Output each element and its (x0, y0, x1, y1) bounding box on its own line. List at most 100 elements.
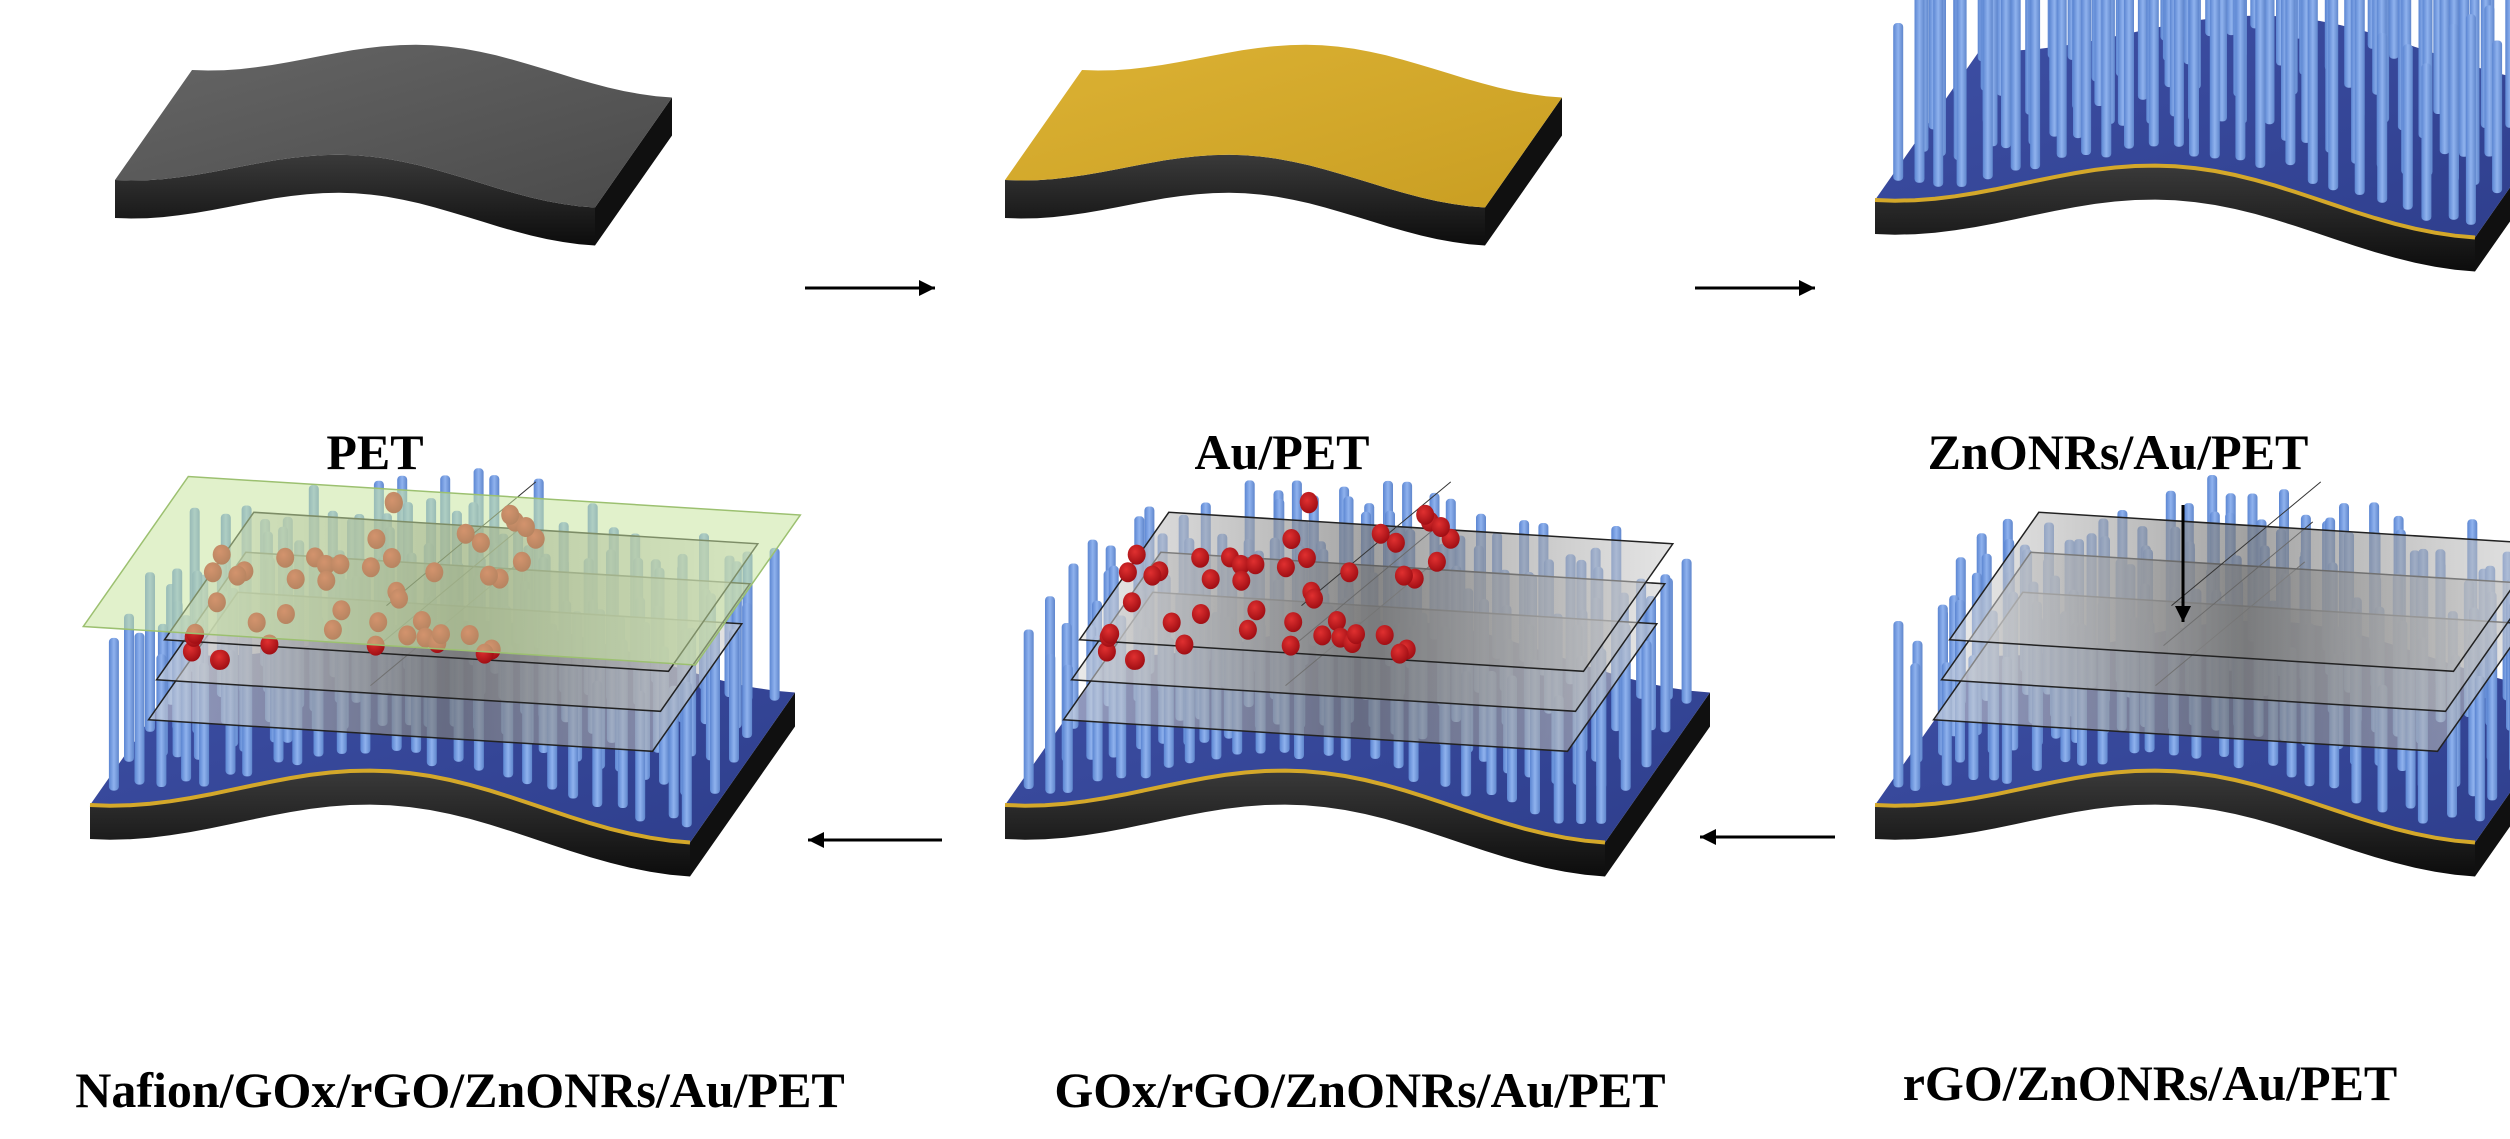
arrow-head (808, 832, 824, 848)
label-gox-rgo-znonrs-au-pet: GOx/rGO/ZnONRs/Au/PET (1054, 1062, 1666, 1118)
gox-particle (1191, 547, 1210, 568)
slab-side-face (115, 154, 595, 246)
nanorod (742, 603, 753, 738)
gox-particle (1297, 548, 1316, 568)
arrow-head (1799, 280, 1815, 296)
nanorod (2137, 0, 2148, 100)
gox-particle (1305, 588, 1323, 609)
nanorod (2328, 0, 2339, 191)
arrow-head (919, 280, 935, 296)
gox-particle (260, 634, 279, 655)
nanorod (769, 547, 780, 701)
stage-s1 (115, 44, 672, 246)
gox-particle (1118, 562, 1137, 583)
nanorod (1641, 640, 1652, 768)
label-pet: PET (326, 424, 424, 480)
nanorod (681, 681, 692, 828)
arrow-right (1695, 280, 1815, 296)
nanorod (2189, 0, 2199, 157)
nanorod (2124, 0, 2134, 149)
nanorod (2492, 40, 2503, 194)
nanorod (1023, 629, 1034, 789)
label-rgo-znonrs-au-pet: rGO/ZnONRs/Au/PET (1902, 1055, 2398, 1111)
nanorod (2448, 24, 2459, 220)
slab-end-face (2475, 792, 2510, 877)
gox-particle (1282, 529, 1301, 549)
nanorod (2073, 0, 2083, 139)
stage-s2 (1005, 44, 1562, 246)
nanorod (2307, 0, 2318, 184)
nanorod (1062, 664, 1073, 793)
gox-particle (1276, 557, 1295, 578)
slab-end-face (595, 97, 672, 246)
nanorod (710, 629, 720, 794)
nanorod (1596, 678, 1607, 824)
slab-top-surface (1005, 44, 1562, 208)
gox-particle (1097, 641, 1116, 662)
nanorod (1982, 0, 1993, 180)
nanorod (2439, 0, 2450, 155)
nanorod (2484, 5, 2495, 157)
nanorod (2377, 33, 2388, 203)
nanorod (2056, 0, 2067, 158)
gox-particle (1122, 592, 1141, 613)
gox-particle (182, 641, 201, 662)
rgo-seam (1301, 481, 1452, 607)
gox-particle (1347, 624, 1365, 645)
gox-particle (1416, 504, 1435, 525)
nanorod (2010, 0, 2021, 171)
gox-particle (1127, 544, 1146, 565)
nanorod (2474, 676, 2485, 822)
gold-layer-line (1874, 163, 2476, 240)
label-znonrs-au-pet: ZnONRs/Au/PET (1927, 424, 2309, 480)
nanorod (2101, 0, 2112, 158)
gox-particle (1247, 600, 1266, 621)
nanorod (2389, 0, 2399, 59)
slab-end-face (690, 692, 795, 877)
slab-side-face (1005, 770, 1605, 877)
gox-particle (1340, 562, 1359, 583)
nafion-film (81, 475, 802, 666)
nanorod (1045, 653, 1056, 794)
arrow-left (1700, 829, 1835, 845)
nanorod (1956, 0, 1967, 187)
gox-particle (211, 649, 230, 670)
gox-particle (1162, 612, 1181, 633)
slab-side-face (90, 770, 690, 877)
rgo-seam (2171, 481, 2322, 607)
gox-particle (1431, 517, 1450, 537)
gox-particle (1327, 611, 1346, 631)
slab-end-face (1605, 692, 1710, 877)
stage-s3 (1874, 0, 2510, 272)
gox-particle (1390, 643, 1409, 664)
nanorod (2402, 44, 2413, 210)
slab-top-surface (115, 44, 672, 208)
nanorod (1941, 662, 1952, 786)
gox-particle (1191, 604, 1210, 624)
nanorod (2148, 0, 2159, 147)
nanorod (1910, 663, 1921, 791)
gold-layer-line (1004, 768, 1606, 845)
nanorod (729, 629, 739, 763)
nanorod (2030, 0, 2041, 170)
stage-s4 (1874, 475, 2510, 877)
gox-particle (1246, 554, 1265, 575)
rgo-sheet (1948, 511, 2510, 673)
stage-s6 (81, 468, 802, 877)
nanorod (1933, 0, 1944, 187)
gox-particle (1101, 623, 1120, 644)
nanorod (1681, 558, 1692, 704)
gox-particle (1201, 569, 1220, 590)
nanorod (1893, 621, 1904, 788)
gox-particle (1126, 649, 1145, 670)
gox-particle (1313, 625, 1332, 646)
arrow-head (2175, 606, 2191, 622)
nanorod (1893, 23, 1904, 181)
nanorod (124, 613, 134, 762)
stage-s5 (1004, 480, 1710, 877)
gox-particle (1386, 532, 1405, 553)
gox-particle (1394, 565, 1413, 586)
nanorod (2001, 0, 2011, 149)
slab-side-face (1005, 154, 1485, 246)
